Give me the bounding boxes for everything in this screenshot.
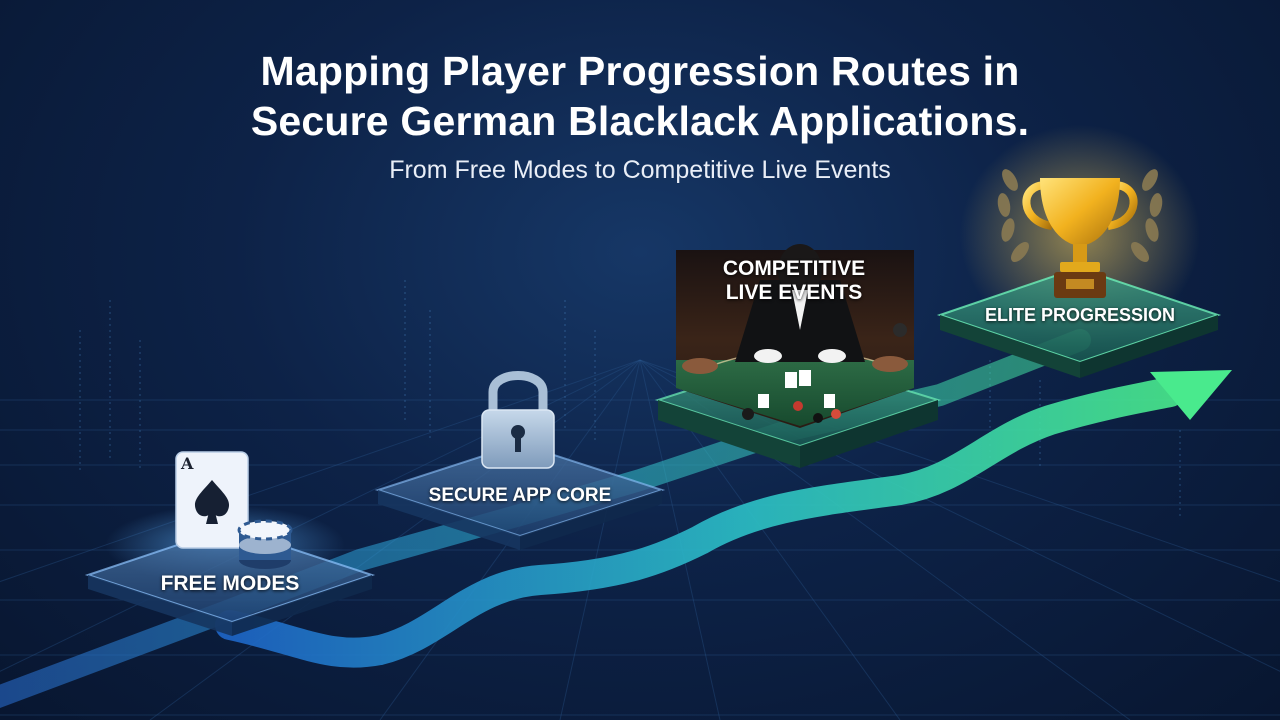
stage-label-free-modes: FREE MODES [160, 572, 300, 595]
padlock-icon [481, 371, 555, 469]
stage-label-competitive-line1: COMPETITIVE [722, 257, 866, 280]
platform-elite-progression [936, 266, 1222, 378]
data-streaks [79, 280, 1181, 520]
stage-label-secure-app-core: SECURE APP CORE [428, 485, 612, 506]
poker-chips-icon [237, 519, 293, 569]
trophy-icon [1022, 178, 1138, 298]
progress-arrow-icon [215, 370, 1232, 668]
subtitle: From Free Modes to Competitive Live Even… [389, 156, 891, 184]
title-line-2: Secure German Blacklack Applications. [250, 98, 1030, 144]
stage-label-competitive-line2: LIVE EVENTS [725, 281, 863, 304]
title-line-1: Mapping Player Progression Routes in [260, 48, 1020, 94]
blackjack-table-photo [676, 244, 914, 428]
stage-label-elite-progression: ELITE PROGRESSION [984, 305, 1176, 325]
card-rank-label: A [181, 454, 194, 473]
platform-secure-app-core [374, 442, 666, 550]
laurel-wreath-icon [997, 169, 1163, 262]
ace-of-spades-card-icon [175, 451, 249, 549]
